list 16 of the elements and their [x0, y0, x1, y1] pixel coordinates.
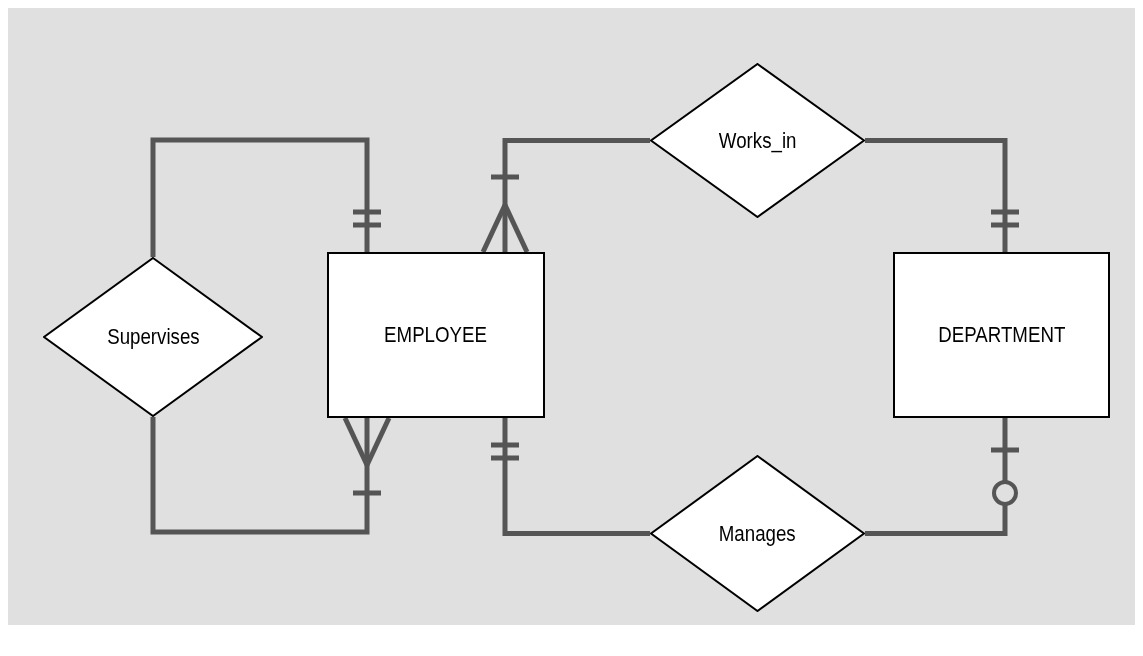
entity-box: [893, 252, 1110, 418]
relationship-line: [865, 418, 1022, 536]
relationship-name: Manages: [719, 520, 796, 547]
relationship-line: [150, 415, 392, 535]
relationship-line: [480, 138, 650, 255]
relationship-line: [488, 418, 650, 536]
entity-name: EMPLOYEE: [384, 322, 488, 348]
relationship-diamond: [650, 63, 865, 218]
relationship-name: Works_in: [718, 127, 797, 154]
relationship-line: [865, 138, 1022, 252]
relationship-line: [150, 137, 384, 257]
relationship-diamond: [650, 455, 865, 612]
entity-box: [327, 252, 545, 418]
relationship-name: Supervises: [106, 324, 200, 350]
relationship-diamond: [43, 257, 263, 417]
entity-name: DEPARTMENT: [937, 322, 1066, 348]
